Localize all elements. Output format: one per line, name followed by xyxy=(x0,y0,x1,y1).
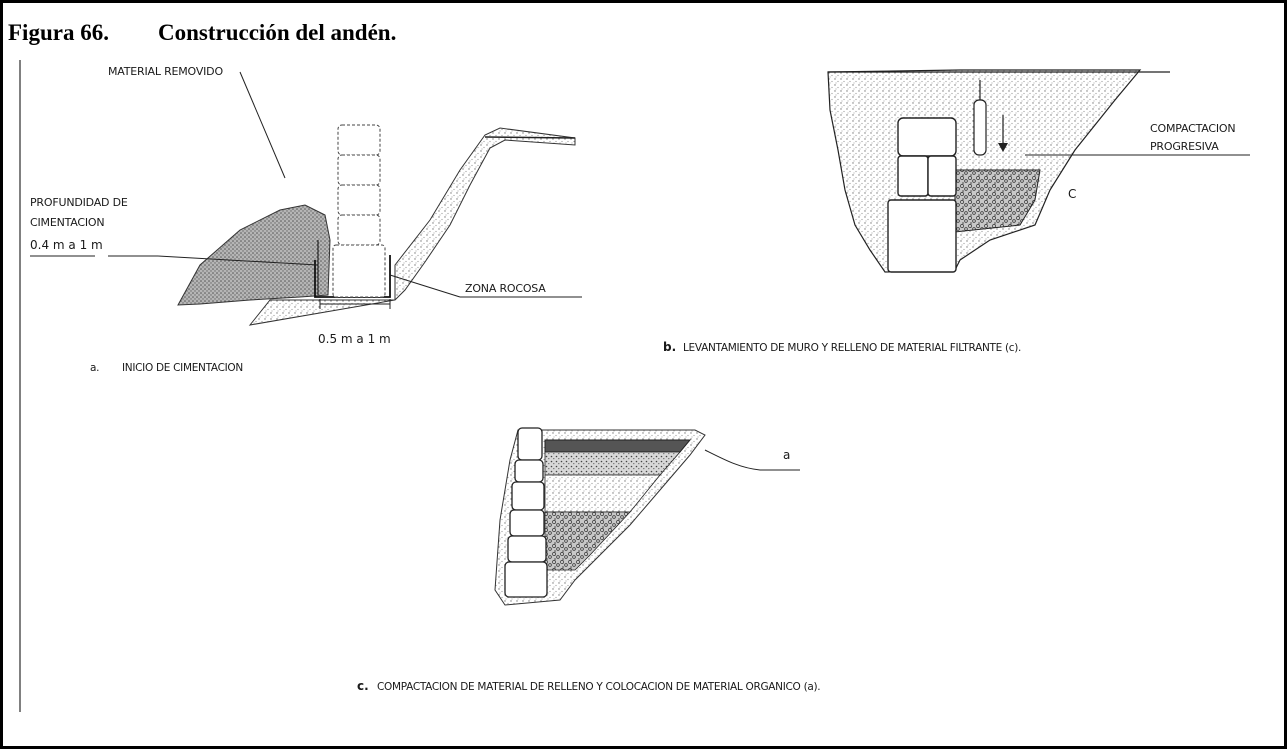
label-a: a xyxy=(783,448,790,462)
caption-b: LEVANTAMIENTO DE MURO Y RELLENO DE MATER… xyxy=(683,342,1021,354)
leader-material xyxy=(239,71,286,179)
leader-a xyxy=(704,449,800,471)
figure-heading: Figura 66. Construcción del andén. xyxy=(8,20,396,46)
label-depth-line2: CIMENTACION xyxy=(30,216,104,229)
rock-slope xyxy=(248,127,576,326)
caption-c-letter: c. xyxy=(357,679,369,693)
caption-a-letter: a. xyxy=(90,362,99,374)
caption-a: INICIO DE CIMENTACION xyxy=(122,362,243,374)
leader-depth xyxy=(157,255,319,266)
organic-layer-a xyxy=(544,439,692,453)
caption-b-letter: b. xyxy=(663,340,676,354)
stone-wall-b xyxy=(887,117,957,273)
panel-a-drawing xyxy=(30,71,582,326)
stone-wall-a xyxy=(332,124,386,298)
stone-wall-c xyxy=(504,427,548,598)
fill-layer-1 xyxy=(544,451,681,476)
panel-b-drawing xyxy=(827,69,1250,273)
ground-line-right xyxy=(484,136,576,139)
label-material-removido: MATERIAL REMOVIDO xyxy=(108,65,223,78)
caption-c: COMPACTACION DE MATERIAL DE RELLENO Y CO… xyxy=(377,681,820,693)
figure-number: Figura 66. xyxy=(8,20,109,45)
panel-c-drawing xyxy=(494,427,800,606)
label-depth-line1: PROFUNDIDAD DE xyxy=(30,196,128,209)
label-zona-rocosa: ZONA ROCOSA xyxy=(465,282,546,295)
removed-material-pile xyxy=(177,204,331,306)
label-depth-value: 0.4 m a 1 m xyxy=(30,238,103,252)
label-compaction-line1: COMPACTACION xyxy=(1150,122,1235,135)
compactor-icon xyxy=(973,99,987,156)
figure-title: Construcción del andén. xyxy=(158,20,397,45)
label-compaction-line2: PROGRESIVA xyxy=(1150,140,1219,153)
label-c: C xyxy=(1068,187,1076,201)
leader-rock xyxy=(389,274,461,298)
label-width: 0.5 m a 1 m xyxy=(318,332,391,346)
